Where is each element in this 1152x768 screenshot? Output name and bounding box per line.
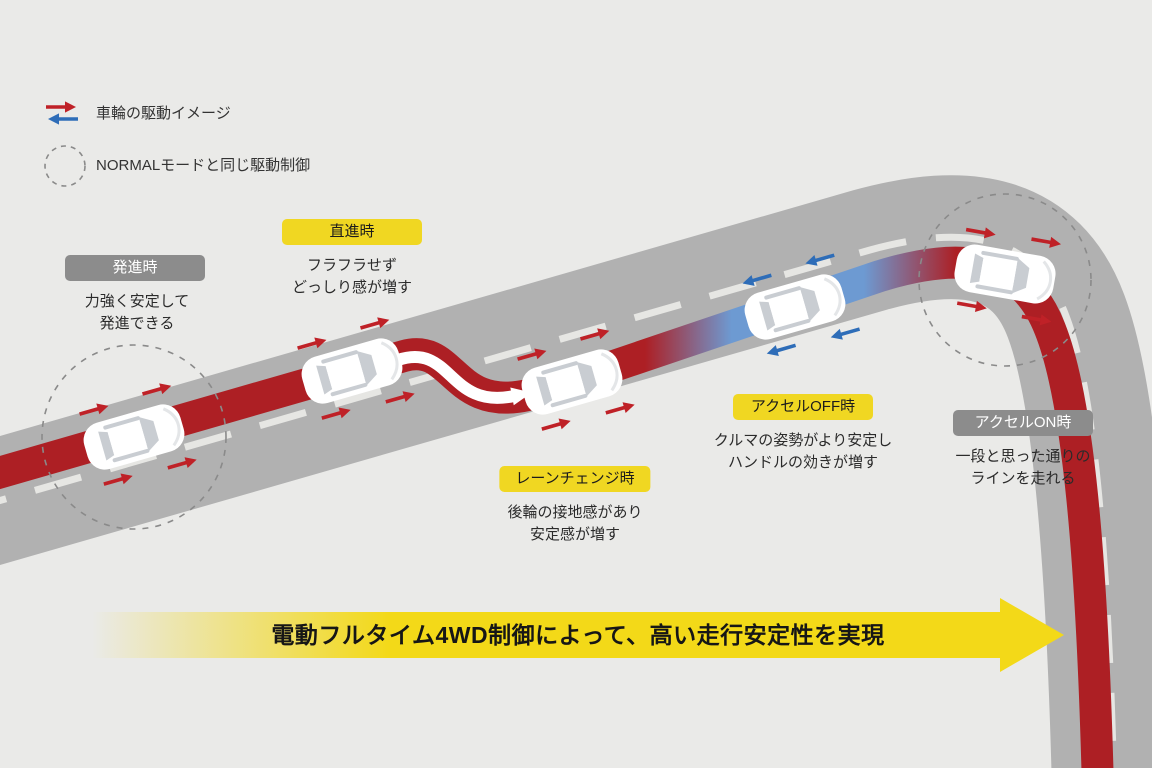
drive-arrows-icon	[44, 99, 80, 127]
lane-divider	[0, 233, 1117, 768]
desc-start: 力強く安定して 発進できる	[85, 291, 190, 335]
desc-straight-line1: フラフラせず	[306, 257, 398, 274]
desc-start-line1: 力強く安定して	[84, 293, 190, 310]
badge-accel-on: アクセルON時	[953, 410, 1093, 436]
desc-lane-change-line1: 後輪の接地感があり	[507, 504, 643, 521]
desc-accel-off-line2: ハンドルの効きが増す	[727, 454, 879, 471]
legend-drive-label: 車輪の駆動イメージ	[96, 105, 231, 122]
desc-start-line2: 発進できる	[99, 315, 175, 332]
badge-accel-off: アクセルOFF時	[733, 394, 873, 420]
desc-accel-on: 一段と思った通りの ラインを走れる	[955, 446, 1090, 490]
desc-straight: フラフラせず どっしり感が増す	[292, 255, 412, 299]
banner-title: 電動フルタイム4WD制御によって、高い走行安定性を実現	[271, 622, 885, 648]
normal-mode-circle-start	[41, 344, 227, 530]
banner-arrow	[92, 598, 1064, 672]
desc-accel-off-line1: クルマの姿勢がより安定し	[713, 432, 893, 449]
desc-accel-on-line2: ラインを走れる	[970, 470, 1076, 487]
desc-straight-line2: どっしり感が増す	[291, 279, 413, 296]
legend-normal-mode-label: NORMALモードと同じ駆動制御	[96, 157, 311, 174]
desc-accel-off: クルマの姿勢がより安定し ハンドルの効きが増す	[714, 430, 893, 474]
badge-start: 発進時	[65, 255, 205, 281]
desc-lane-change: 後輪の接地感があり 安定感が増す	[507, 502, 642, 546]
normal-mode-circle-curve	[918, 193, 1092, 367]
badge-straight: 直進時	[282, 219, 422, 245]
dashed-circle-icon	[44, 145, 86, 187]
desc-accel-on-line1: 一段と思った通りの	[955, 448, 1091, 465]
desc-lane-change-line2: 安定感が増す	[529, 526, 621, 543]
badge-lane-change: レーンチェンジ時	[499, 466, 651, 492]
